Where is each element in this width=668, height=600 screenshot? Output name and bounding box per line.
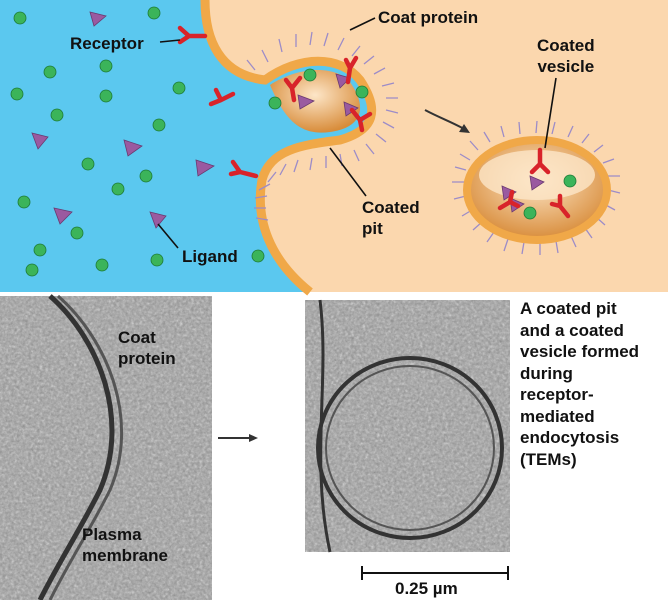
- micrograph-arrowhead: [249, 434, 258, 442]
- vesicle-highlight: [479, 150, 595, 200]
- caption-line: A coated pit: [520, 299, 617, 318]
- tem-left: [0, 294, 212, 600]
- label-line: protein: [118, 349, 176, 368]
- label-coated-pit: Coated pit: [362, 197, 420, 239]
- label-tem-coat-protein: Coat protein: [118, 327, 176, 369]
- arrowhead: [459, 124, 470, 133]
- caption-line: vesicle formed: [520, 342, 640, 361]
- scale-bar-label: 0.25 µm: [395, 579, 458, 598]
- scale-bar: [361, 566, 509, 580]
- label-line: Coated: [362, 198, 420, 217]
- label-line: Coated: [537, 36, 595, 55]
- label-ligand: Ligand: [182, 247, 238, 266]
- plasma-membrane: [200, 0, 377, 296]
- tem-right: [305, 299, 510, 553]
- label-plasma-membrane: Plasma membrane: [82, 524, 168, 566]
- coat-protein-vesicle: [452, 120, 621, 255]
- label-line: pit: [362, 219, 383, 238]
- caption-line: (TEMs): [520, 449, 577, 469]
- caption-line: receptor-: [520, 385, 594, 404]
- figure-caption: A coated pit and a coated vesicle formed…: [520, 298, 665, 470]
- label-receptor: Receptor: [70, 34, 144, 53]
- label-line: vesicle: [537, 57, 595, 76]
- label-line: Plasma: [82, 525, 142, 544]
- ligand-particles: [10, 6, 577, 277]
- caption-line: endocytosis: [520, 428, 620, 447]
- receptors: [177, 25, 571, 219]
- label-coated-vesicle: Coated vesicle: [537, 35, 595, 77]
- coat-protein-pit: [246, 31, 399, 221]
- label-line: membrane: [82, 546, 168, 565]
- caption-line: mediated: [520, 406, 595, 426]
- label-coat-protein: Coat protein: [378, 8, 479, 27]
- caption-line: and a coated: [520, 320, 624, 340]
- ligand-triangles: [31, 11, 545, 229]
- caption-line: during: [520, 363, 573, 383]
- label-line: Coat: [118, 328, 156, 347]
